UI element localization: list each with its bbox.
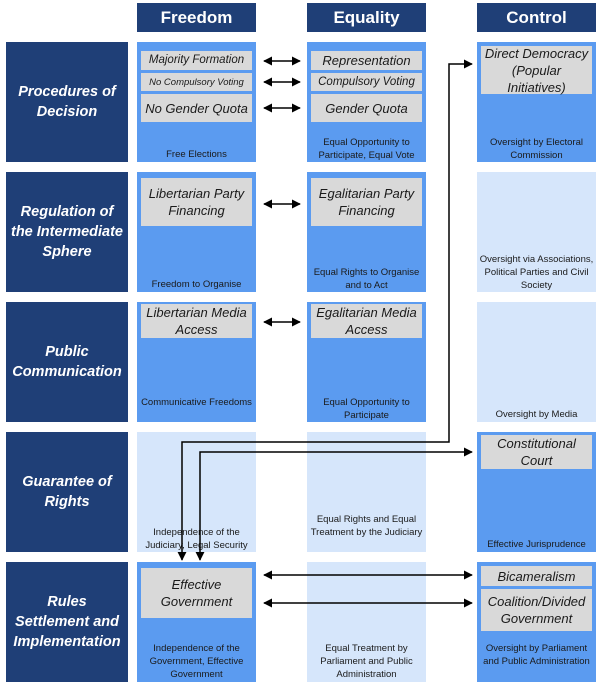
- row-header-rules: Rules Settlement and Implementation: [6, 562, 128, 682]
- cell-procedures-control: Direct Democracy (Popular Initiatives) O…: [477, 42, 596, 162]
- cell-communication-control: Oversight by Media: [477, 302, 596, 422]
- row-header-regulation: Regulation of the Intermediate Sphere: [6, 172, 128, 292]
- cell-rules-freedom: Effective Government Independence of the…: [137, 562, 256, 682]
- arrow-court-to-government: [195, 447, 473, 561]
- cell-rules-equality: Equal Treatment by Parliament and Public…: [307, 562, 426, 682]
- column-header-equality: Equality: [307, 3, 426, 32]
- item-direct-democracy: Direct Democracy (Popular Initiatives): [481, 46, 592, 95]
- note-oversight-parliament: Oversight by Parliament and Public Admin…: [483, 643, 590, 667]
- note-independence-government: Independence of the Government, Effectiv…: [149, 643, 244, 680]
- note-effective-jurisprudence: Effective Jurisprudence: [487, 539, 586, 550]
- column-header-control: Control: [477, 3, 596, 32]
- item-effective-government: Effective Government: [141, 568, 252, 618]
- note-electoral-commission: Oversight by Electoral Commission: [490, 137, 583, 161]
- note-equal-treatment-parliament: Equal Treatment by Parliament and Public…: [320, 643, 413, 680]
- row-header-rights: Guarantee of Rights: [6, 432, 128, 552]
- item-coalition-divided-government: Coalition/Divided Government: [481, 589, 592, 631]
- row-header-communication: Public Communication: [6, 302, 128, 422]
- arrow-direct-democracy-to-government: [177, 59, 473, 561]
- item-bicameralism: Bicameralism: [481, 566, 592, 586]
- cell-regulation-control: Oversight via Associations, Political Pa…: [477, 172, 596, 292]
- note-oversight-associations: Oversight via Associations, Political Pa…: [479, 254, 594, 291]
- note-oversight-media: Oversight by Media: [495, 409, 578, 420]
- cell-rights-control: Constitutional Court Effective Jurisprud…: [477, 432, 596, 552]
- cell-rules-control: Bicameralism Coalition/Divided Governmen…: [477, 562, 596, 682]
- item-constitutional-court: Constitutional Court: [481, 435, 592, 469]
- column-header-freedom: Freedom: [137, 3, 256, 32]
- row-header-procedures: Procedures of Decision: [6, 42, 128, 162]
